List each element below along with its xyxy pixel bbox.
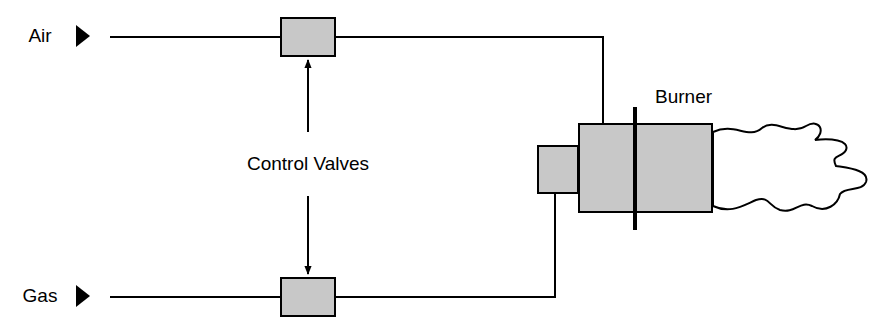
pointer-arrow	[307, 60, 309, 132]
control-valve	[281, 18, 335, 56]
air-pipe	[336, 37, 603, 123]
gas-inlet-box	[538, 146, 578, 193]
burner-outline	[578, 123, 713, 213]
gas-pipe	[336, 193, 555, 297]
inlet-label: Gas	[23, 283, 58, 310]
inlet-arrow	[76, 285, 90, 307]
node-heading: Burner	[655, 86, 712, 108]
control-valve	[281, 278, 335, 316]
burner-body	[579, 124, 712, 212]
flame	[713, 124, 866, 211]
burner-body: Burner	[578, 123, 713, 213]
gas-pipe	[110, 296, 280, 298]
inlet-label: Air	[28, 23, 51, 50]
burner-plate	[633, 107, 637, 230]
callout-label: Control Valves	[243, 151, 373, 178]
pointer-arrow	[307, 196, 309, 274]
inlet-arrow	[76, 25, 90, 47]
air-pipe	[110, 36, 280, 38]
